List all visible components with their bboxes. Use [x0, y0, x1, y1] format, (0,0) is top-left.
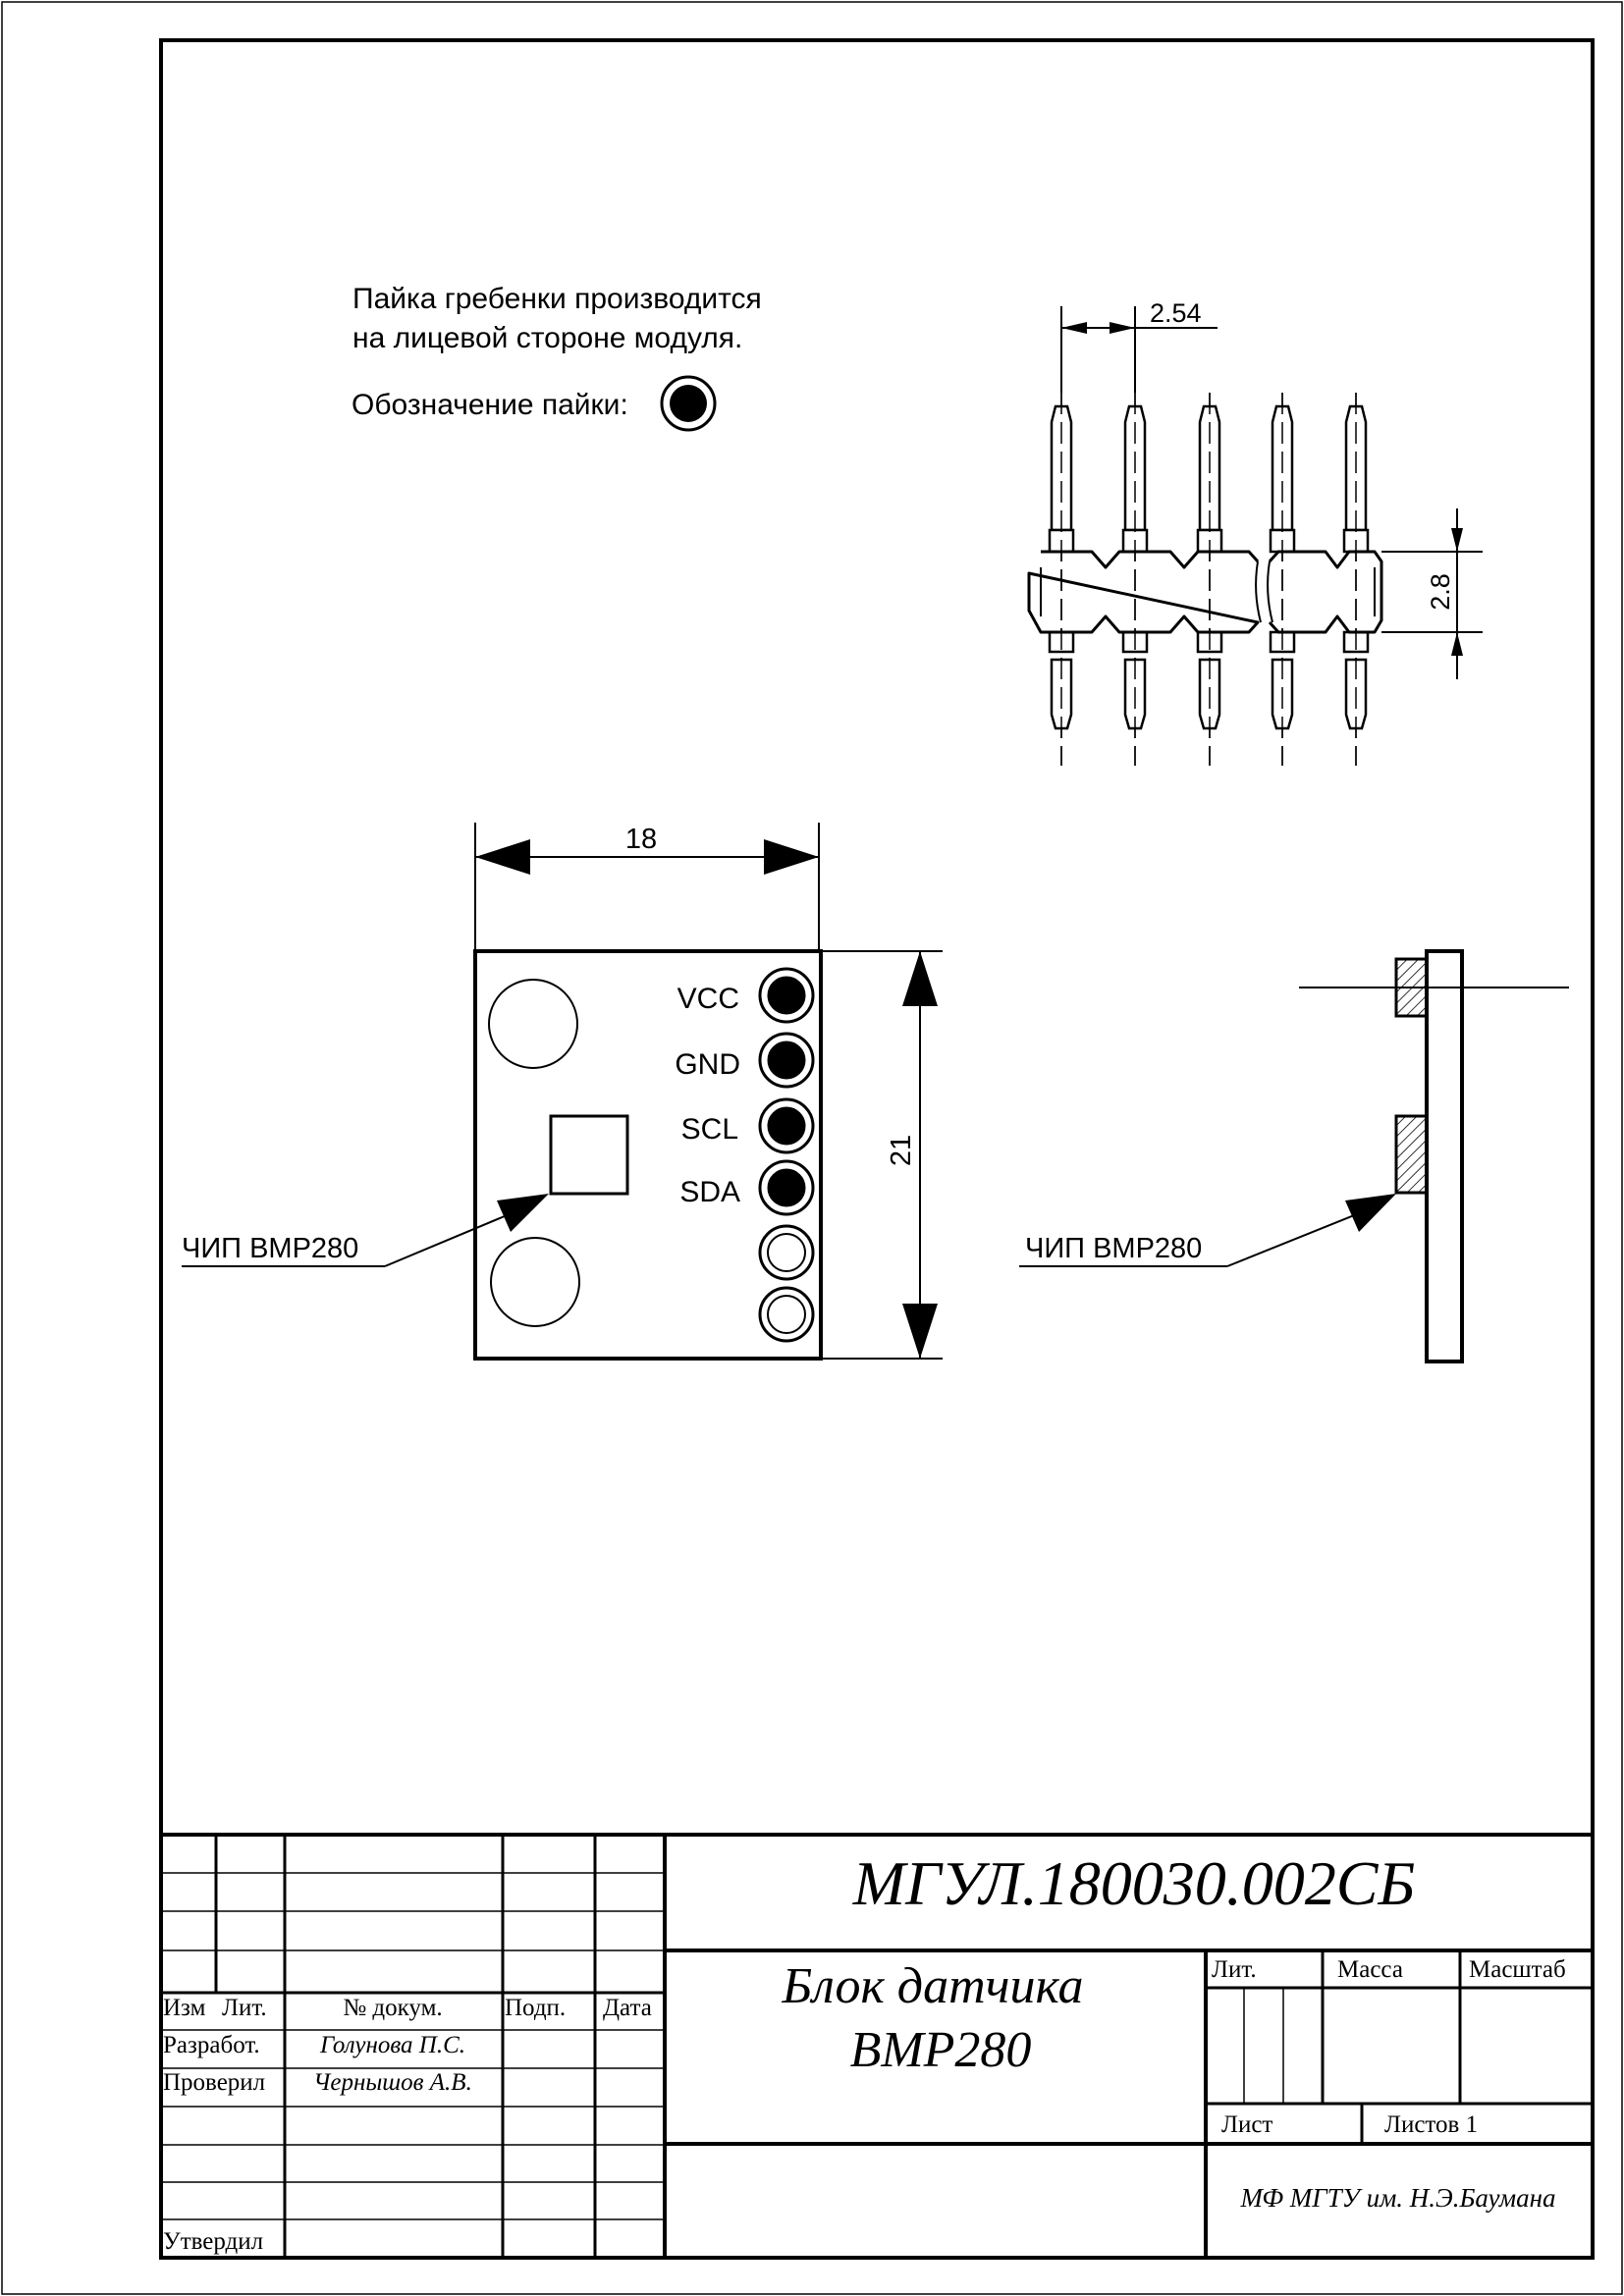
note-line-1: Пайка гребенки производится: [352, 283, 762, 315]
pin-pad-empty: [767, 1295, 806, 1334]
solder-legend-icon: [660, 375, 717, 432]
tb-hdr-right-lit: Лит.: [1212, 1956, 1257, 1983]
drawing-frame: [159, 38, 1595, 2260]
width-arrow-left: [475, 839, 530, 875]
pin-pad-empty: [767, 1233, 806, 1272]
height-dimension-label: 2.8: [1426, 573, 1455, 611]
tb-hdr-lit: Лит.: [222, 1995, 267, 2021]
title-block: [161, 1833, 1593, 2258]
chip-leader-arrow-front: [497, 1194, 549, 1232]
pin-pad-soldered: [767, 1106, 806, 1146]
width-arrow-right: [764, 839, 819, 875]
mounting-hole-top: [488, 979, 578, 1069]
pin-label-vcc: VCC: [677, 983, 739, 1015]
pin-pad-ring: [758, 1097, 815, 1154]
tb-sheets-label: Листов 1: [1384, 2111, 1478, 2138]
pin-label-sda: SDA: [679, 1176, 740, 1208]
board-height-label: 21: [886, 1135, 917, 1166]
pin-pad-ring: [758, 1159, 815, 1216]
bmp280-chip: [549, 1114, 629, 1196]
board-height-arrow-top: [902, 951, 938, 1006]
solder-legend-label: Обозначение пайки:: [352, 389, 628, 421]
side-board: [1425, 949, 1464, 1363]
solder-legend-icon-fill: [670, 385, 707, 422]
tb-hdr-massa: Масса: [1337, 1956, 1403, 1983]
pin-label-gnd: GND: [675, 1048, 740, 1081]
tb-row-utverdil: Утвердил: [163, 2228, 263, 2255]
module-side-view: [1019, 949, 1569, 1363]
height-arrow-top: [1451, 528, 1463, 552]
pin-label-scl: SCL: [681, 1113, 738, 1146]
mounting-hole-bottom: [490, 1237, 580, 1327]
pitch-dimension-label: 2.54: [1150, 298, 1202, 328]
tb-name-line-1: Блок датчика: [782, 1958, 1084, 2014]
pin-header-detail: [1027, 306, 1483, 766]
pin-pad-soldered: [767, 1041, 806, 1080]
tb-razrab-name: Голунова П.С.: [319, 2032, 465, 2058]
pin-pad-ring: [758, 1032, 815, 1089]
tb-sheet-label: Лист: [1221, 2111, 1272, 2138]
chip-label-front: ЧИП BMP280: [182, 1233, 358, 1264]
title-block-text: МГУЛ.180030.002СБ Блок датчика BMP280 Из…: [163, 1848, 1566, 2255]
pitch-arrow-left: [1061, 322, 1087, 334]
side-chip-hatched: [1394, 1114, 1429, 1195]
height-arrow-bottom: [1451, 632, 1463, 656]
tb-row-razrab: Разработ.: [163, 2032, 260, 2058]
pin-pad-soldered: [767, 1168, 806, 1207]
pin-pad-ring: [758, 1224, 815, 1281]
tb-hdr-izm: Изм: [163, 1995, 206, 2021]
tb-row-proveril: Проверил: [163, 2069, 265, 2096]
board-height-arrow-bottom: [902, 1304, 938, 1359]
notes-block: Пайка гребенки производится на лицевой с…: [352, 283, 762, 432]
note-line-2: на лицевой стороне модуля.: [352, 322, 742, 354]
header-body-outline: [1027, 550, 1383, 634]
header-break-line: [1255, 561, 1273, 623]
tb-hdr-data: Дата: [603, 1995, 652, 2021]
module-front-view: [182, 823, 943, 1361]
board-width-label: 18: [625, 824, 657, 855]
pin-pad-ring: [758, 967, 815, 1024]
pin-pad-soldered: [767, 976, 806, 1015]
tb-hdr-masshtab: Масштаб: [1469, 1956, 1566, 1983]
tb-hdr-dokum: № докум.: [343, 1995, 442, 2021]
chip-label-side: ЧИП BMP280: [1025, 1233, 1202, 1264]
pin-pad-ring: [758, 1286, 815, 1343]
pitch-arrow-right: [1110, 322, 1135, 334]
tb-organization: МФ МГТУ им. Н.Э.Баумана: [1240, 2183, 1556, 2213]
tb-designation: МГУЛ.180030.002СБ: [852, 1848, 1415, 1918]
tb-proveril-name: Чернышов А.В.: [313, 2069, 472, 2096]
tb-name-line-2: BMP280: [850, 2022, 1032, 2078]
chip-leader-arrow-side: [1345, 1194, 1396, 1232]
pin-labels: VCC GND SCL SDA: [675, 983, 740, 1208]
tb-hdr-podp: Подп.: [505, 1995, 566, 2021]
board-outline: [473, 949, 823, 1361]
